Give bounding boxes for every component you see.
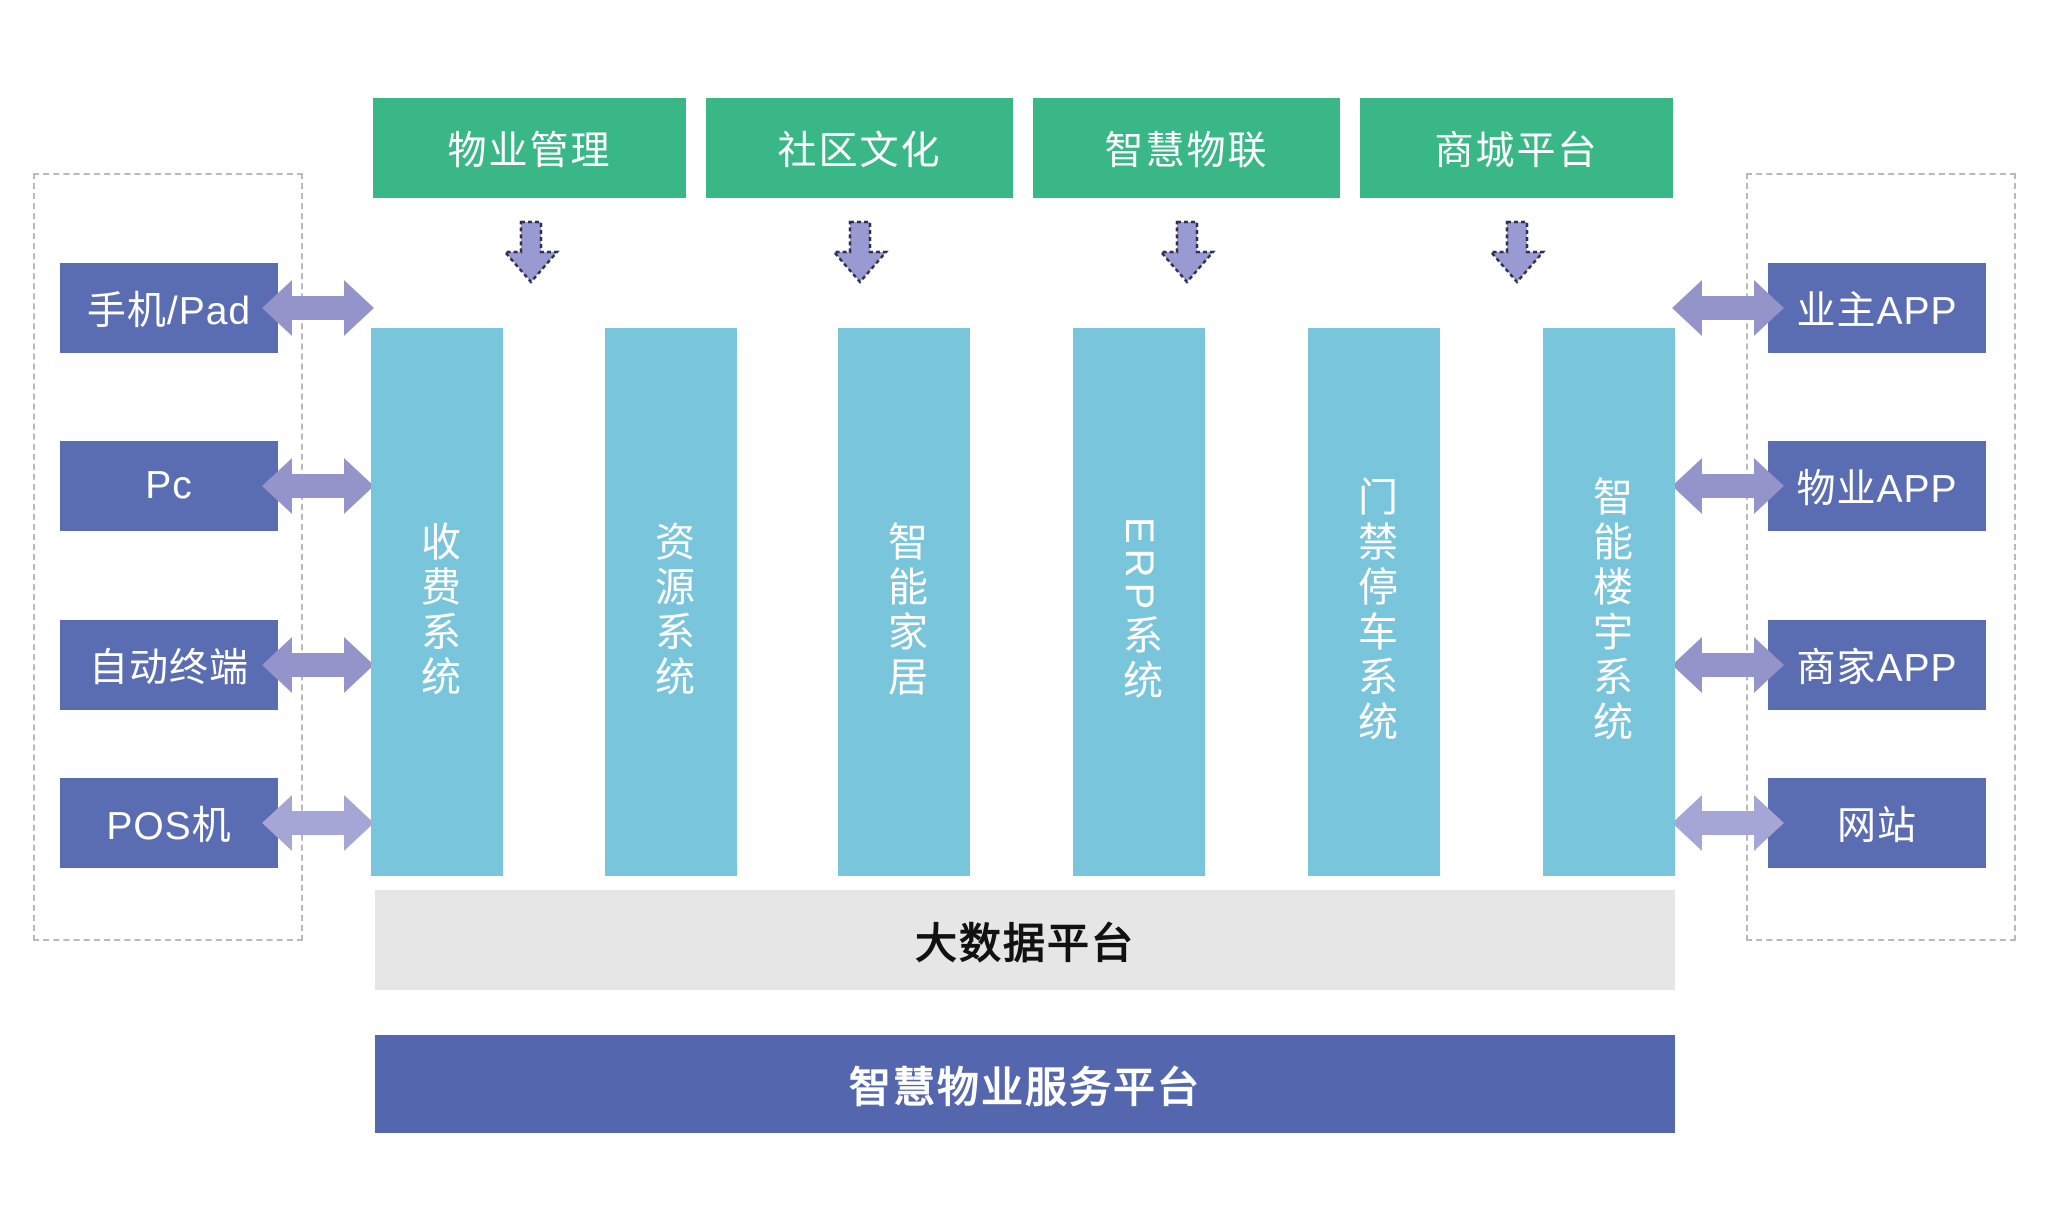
channel-box-3[interactable]: 商城平台 <box>1360 98 1673 198</box>
platform-layer-bar[interactable]: 智慧物业服务平台 <box>375 1035 1675 1133</box>
system-label: 资源系统 <box>649 521 693 701</box>
channel-label: 物业管理 <box>447 130 612 173</box>
arrow-down-icon-1 <box>831 220 889 284</box>
client-box-3[interactable]: 网站 <box>1768 778 1986 868</box>
terminal-label: 手机/Pad <box>86 290 252 333</box>
arrow-left-right-icon-r0 <box>1672 280 1784 336</box>
system-column-3[interactable]: ERP系统 <box>1073 328 1205 876</box>
system-column-2[interactable]: 智能家居 <box>838 328 970 876</box>
arrow-left-right-icon-r1 <box>1672 458 1784 514</box>
client-label: 业主APP <box>1796 290 1958 333</box>
arrow-left-right-icon-l1 <box>262 458 374 514</box>
arrow-down-icon-3 <box>1488 220 1546 284</box>
system-column-5[interactable]: 智能楼宇系统 <box>1543 328 1675 876</box>
terminal-label: 自动终端 <box>88 647 249 690</box>
channel-label: 智慧物联 <box>1104 130 1269 173</box>
client-box-2[interactable]: 商家APP <box>1768 620 1986 710</box>
client-label: 物业APP <box>1796 468 1958 511</box>
left-terminals-frame <box>33 173 303 941</box>
channel-box-2[interactable]: 智慧物联 <box>1033 98 1340 198</box>
system-label: ERP系统 <box>1117 517 1161 705</box>
arrow-left-right-icon-r3 <box>1672 795 1784 851</box>
arrow-left-right-icon-l0 <box>262 280 374 336</box>
data-layer-label: 大数据平台 <box>914 919 1135 967</box>
terminal-label: Pc <box>145 464 193 507</box>
channel-label: 社区文化 <box>777 130 942 173</box>
data-layer-bar[interactable]: 大数据平台 <box>375 890 1675 990</box>
system-label: 收费系统 <box>415 521 459 701</box>
system-column-0[interactable]: 收费系统 <box>371 328 503 876</box>
client-label: 网站 <box>1836 805 1917 848</box>
channel-label: 商城平台 <box>1434 130 1599 173</box>
client-box-0[interactable]: 业主APP <box>1768 263 1986 353</box>
system-column-4[interactable]: 门禁停车系统 <box>1308 328 1440 876</box>
arrow-down-icon-2 <box>1158 220 1216 284</box>
platform-layer-label: 智慧物业服务平台 <box>848 1063 1201 1111</box>
system-label: 智能楼宇系统 <box>1587 476 1631 746</box>
channel-box-1[interactable]: 社区文化 <box>706 98 1013 198</box>
system-label: 智能家居 <box>882 521 926 701</box>
client-box-1[interactable]: 物业APP <box>1768 441 1986 531</box>
terminal-box-0[interactable]: 手机/Pad <box>60 263 278 353</box>
terminal-box-3[interactable]: POS机 <box>60 778 278 868</box>
system-column-1[interactable]: 资源系统 <box>605 328 737 876</box>
system-label: 门禁停车系统 <box>1352 476 1396 746</box>
terminal-box-1[interactable]: Pc <box>60 441 278 531</box>
client-label: 商家APP <box>1796 647 1958 690</box>
terminal-label: POS机 <box>106 805 232 848</box>
terminal-box-2[interactable]: 自动终端 <box>60 620 278 710</box>
arrow-left-right-icon-l3 <box>262 795 374 851</box>
arrow-down-icon-0 <box>502 220 560 284</box>
right-clients-frame <box>1746 173 2016 941</box>
channel-box-0[interactable]: 物业管理 <box>373 98 686 198</box>
arrow-left-right-icon-l2 <box>262 637 374 693</box>
arrow-left-right-icon-r2 <box>1672 637 1784 693</box>
